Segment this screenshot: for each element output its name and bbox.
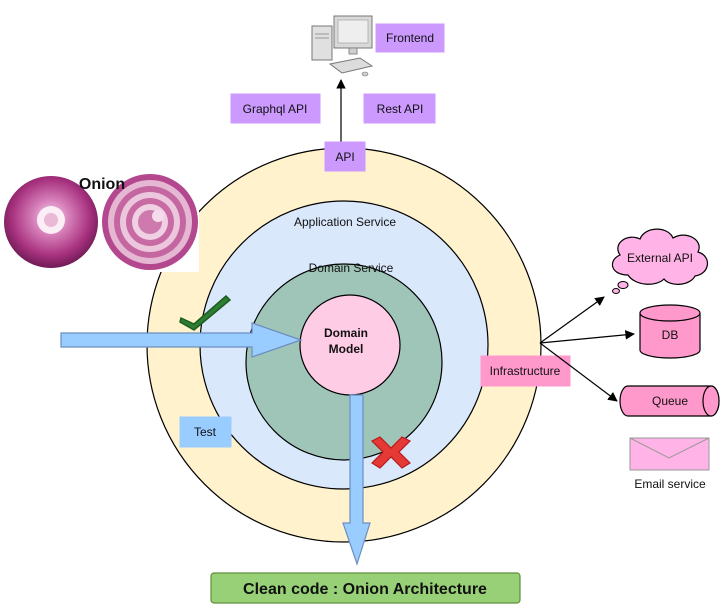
- envelope-icon: [629, 437, 710, 471]
- test-box: [179, 416, 232, 448]
- email-service-label: Email service: [634, 477, 706, 491]
- checkmark-icon: [179, 294, 232, 331]
- onion-title: Onion: [79, 176, 125, 193]
- rest-api-box: [363, 93, 436, 124]
- external-api-label: External API: [627, 251, 693, 265]
- db-label: DB: [662, 328, 679, 342]
- queue-label: Queue: [652, 394, 688, 408]
- domain-service-label: Domain Service: [309, 261, 394, 275]
- cross-icon: [370, 436, 412, 469]
- rest-api-label: Rest API: [377, 102, 424, 116]
- application-service-label: Application Service: [294, 215, 396, 229]
- external-api-cloud: [611, 228, 708, 294]
- inbound-dependency-arrow: [60, 322, 303, 358]
- frontend-label: Frontend: [386, 31, 434, 45]
- db-cylinder: [639, 304, 701, 359]
- graphql-api-box: [230, 93, 321, 124]
- domain-model-label-2: Model: [329, 342, 364, 356]
- footer-title: Clean code : Onion Architecture: [243, 581, 487, 598]
- graphql-api-label: Graphql API: [243, 102, 308, 116]
- footer-title-box: [210, 572, 521, 604]
- api-label: API: [335, 150, 354, 164]
- onion-photo: [3, 174, 199, 272]
- arrow-to-queue: [539, 342, 618, 402]
- infrastructure-label: Infrastructure: [490, 364, 561, 378]
- test-label: Test: [194, 425, 217, 439]
- arrow-to-db: [539, 330, 635, 344]
- frontend-box: [375, 23, 445, 53]
- infrastructure-box: [480, 355, 571, 387]
- api-box: [324, 141, 366, 172]
- domain-model-label-1: Domain: [324, 326, 368, 340]
- arrow-to-external-api: [539, 296, 605, 344]
- queue-cylinder: [619, 385, 720, 417]
- outbound-dependency-arrow: [342, 394, 371, 566]
- computer-icon: [311, 15, 374, 77]
